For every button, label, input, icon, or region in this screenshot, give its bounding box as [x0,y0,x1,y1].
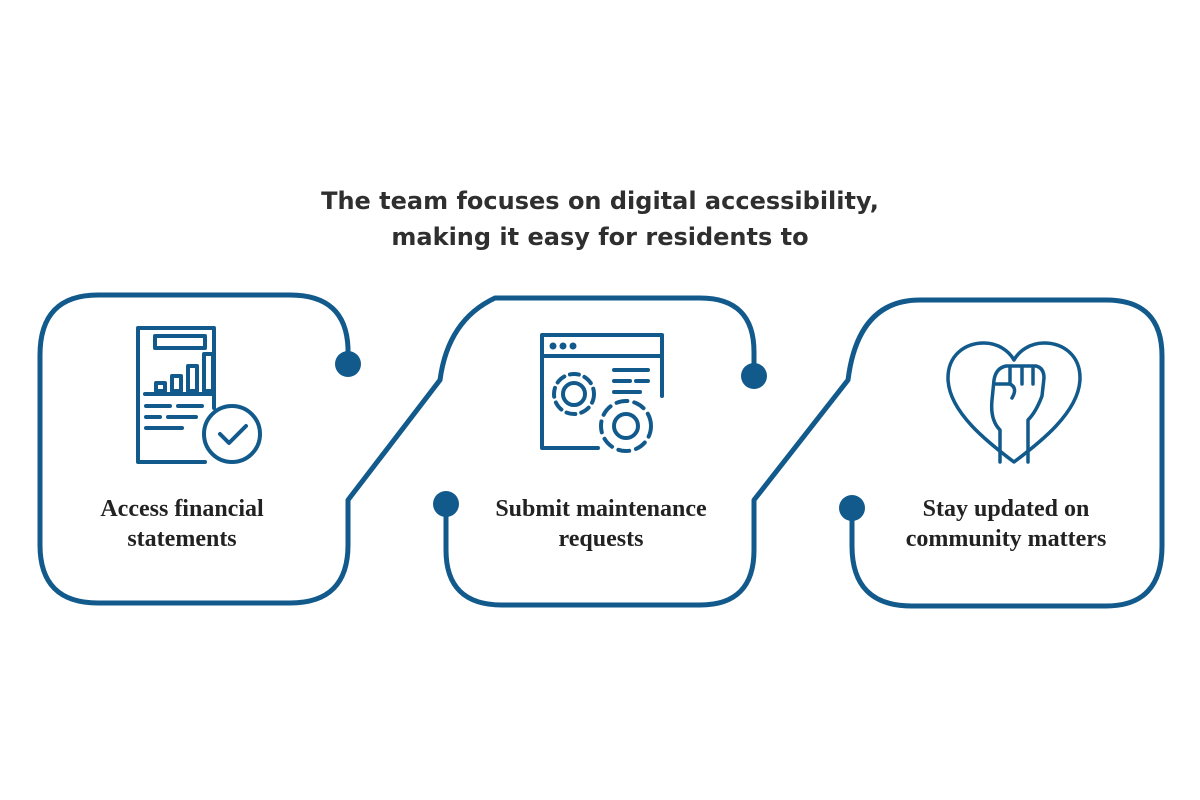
card-2-label-line-1: Submit maintenance [495,496,707,522]
card-3-label-line-2: community matters [905,526,1107,552]
financial-report-check-icon [136,326,262,464]
browser-gears-icon [540,333,664,453]
card-2-label: Submit maintenance requests [451,494,751,554]
heading-line-2: making it easy for residents to [391,223,809,251]
heading-line-1: The team focuses on digital accessibilit… [321,187,879,215]
card-1-top-connector [287,292,351,363]
heart-raised-fist-icon [946,341,1082,464]
connector-dot-4 [839,495,865,521]
connector-dot-2 [433,491,459,517]
card-3-label: Stay updated on community matters [856,494,1156,554]
connector-dot-1 [335,351,361,377]
card-1-label-line-2: statements [127,526,237,552]
card-1-frame [37,292,757,606]
card-2-frame [443,297,1165,609]
card-1-label: Access financial statements [32,494,332,554]
card-3-label-line-1: Stay updated on [922,496,1090,522]
card-2-label-line-2: requests [558,526,644,552]
connector-dot-3 [741,363,767,389]
card-1-label-line-1: Access financial [100,496,264,522]
